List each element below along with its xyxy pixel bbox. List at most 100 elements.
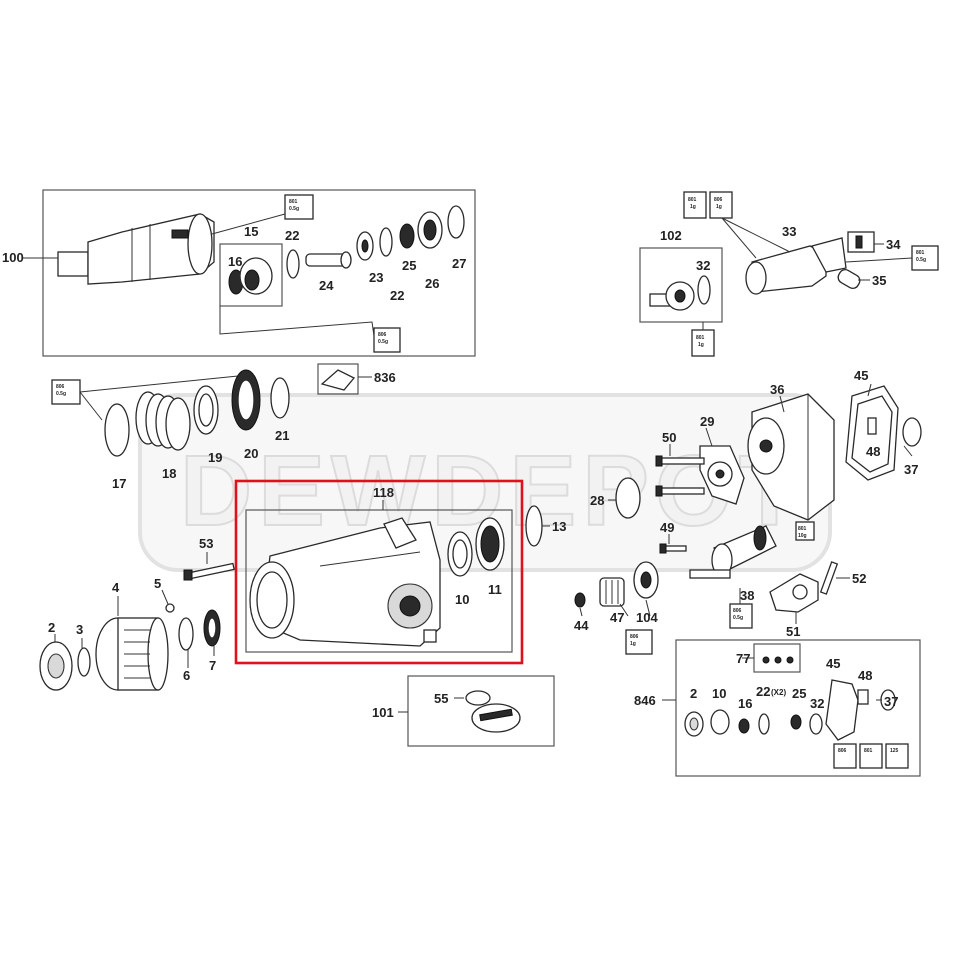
plate-836 [317, 363, 372, 395]
label-18: 18 [162, 466, 176, 481]
label-55: 55 [434, 691, 448, 706]
label-34: 34 [886, 237, 901, 252]
svg-text:801: 801 [864, 748, 873, 754]
bearing-20 [231, 369, 261, 431]
crankshaft-38 [689, 525, 777, 579]
kit-label-48: 48 [858, 668, 872, 683]
gear-104 [633, 561, 659, 599]
label-20: 20 [244, 446, 258, 461]
label-33: 33 [782, 224, 796, 239]
assembly-box-102 [639, 247, 723, 323]
washer-22b [379, 227, 393, 257]
grease-tag-36: 801 10g [798, 526, 807, 539]
svg-text:0.5g: 0.5g [733, 615, 743, 621]
label-4: 4 [112, 580, 120, 595]
bearing-26 [417, 211, 443, 249]
leader-lines-row3-left [54, 552, 215, 668]
label-45: 45 [854, 368, 868, 383]
kit-77 [753, 643, 801, 673]
label-50: 50 [662, 430, 676, 445]
shaft-102 [649, 281, 695, 311]
ring-25 [399, 223, 415, 249]
needle-bearing-11 [475, 517, 505, 571]
svg-text:806: 806 [630, 634, 639, 640]
ring-17 [104, 403, 130, 457]
bearing-10 [447, 531, 473, 577]
kit-grease-tags: 806 801 125 [833, 743, 909, 769]
ring-37 [902, 417, 922, 447]
label-47: 47 [610, 610, 624, 625]
grease-tag-top-b: 806 0.5g [373, 327, 401, 353]
label-44: 44 [574, 618, 589, 633]
label-101: 101 [372, 705, 394, 720]
screws-50 [655, 455, 705, 497]
label-11: 11 [488, 582, 502, 597]
leader-lines-top-left [22, 213, 375, 337]
label-21: 21 [275, 428, 289, 443]
ring-3 [77, 647, 91, 677]
svg-text:0.5g: 0.5g [378, 339, 388, 345]
pin-48 [867, 417, 877, 435]
housing-118 [249, 517, 441, 647]
kit-label-10: 10 [712, 686, 726, 701]
grease-tag-38: 806 0.5g [729, 603, 753, 629]
svg-text:806: 806 [733, 608, 742, 614]
leader-lines-top-right [702, 217, 913, 330]
assembly-box-118 [245, 509, 513, 653]
label-35: 35 [872, 273, 886, 288]
kit-parts-row [684, 679, 896, 741]
part-34 [847, 231, 875, 253]
label-10: 10 [455, 592, 469, 607]
chuck-4 [95, 617, 169, 691]
label-23: 23 [369, 270, 383, 285]
label-48: 48 [866, 444, 880, 459]
label-52: 52 [852, 571, 866, 586]
svg-text:806: 806 [378, 332, 387, 338]
service-kit-box-846 [675, 639, 921, 777]
svg-text:1g: 1g [690, 204, 696, 210]
label-5: 5 [154, 576, 161, 591]
label-26: 26 [425, 276, 439, 291]
cap-2 [39, 641, 73, 691]
svg-text:806: 806 [838, 748, 847, 754]
ring-32 [697, 275, 711, 305]
crankcase-36 [747, 393, 835, 541]
label-7: 7 [209, 658, 216, 673]
label-118: 118 [373, 485, 394, 500]
needle-cage-47 [599, 577, 625, 607]
spring-18 [135, 391, 191, 451]
svg-text:801: 801 [696, 335, 705, 341]
svg-text:1g: 1g [716, 204, 722, 210]
ring-6 [178, 617, 194, 651]
label-846: 846 [634, 693, 656, 708]
cylinder-33 [745, 237, 847, 295]
svg-text:801: 801 [916, 250, 925, 256]
assembly-box-101 [407, 675, 555, 747]
label-32: 32 [696, 258, 710, 273]
svg-text:801: 801 [798, 526, 807, 532]
label-27: 27 [452, 256, 466, 271]
sleeve-15-group [219, 243, 283, 307]
label-17: 17 [112, 476, 126, 491]
kit-label-45: 45 [826, 656, 840, 671]
spindle-100 [57, 213, 215, 285]
svg-text:0.5g: 0.5g [289, 206, 299, 212]
ring-21 [270, 377, 290, 419]
assembly-box-100 [42, 189, 476, 357]
knob-101 [471, 703, 521, 733]
label-104: 104 [636, 610, 658, 625]
label-3: 3 [76, 622, 83, 637]
label-836: 836 [374, 370, 396, 385]
washer-44 [574, 592, 586, 608]
leader-lines-kit [662, 657, 882, 701]
label-22b: 22 [390, 288, 404, 303]
part-35 [837, 268, 861, 290]
grease-tag-left: 806 0.5g [51, 375, 239, 421]
label-19: 19 [208, 450, 222, 465]
spring-7 [203, 609, 221, 647]
label-25: 25 [402, 258, 416, 273]
ring-55 [465, 690, 491, 706]
pin-52 [819, 561, 850, 595]
svg-text:10g: 10g [798, 533, 807, 539]
